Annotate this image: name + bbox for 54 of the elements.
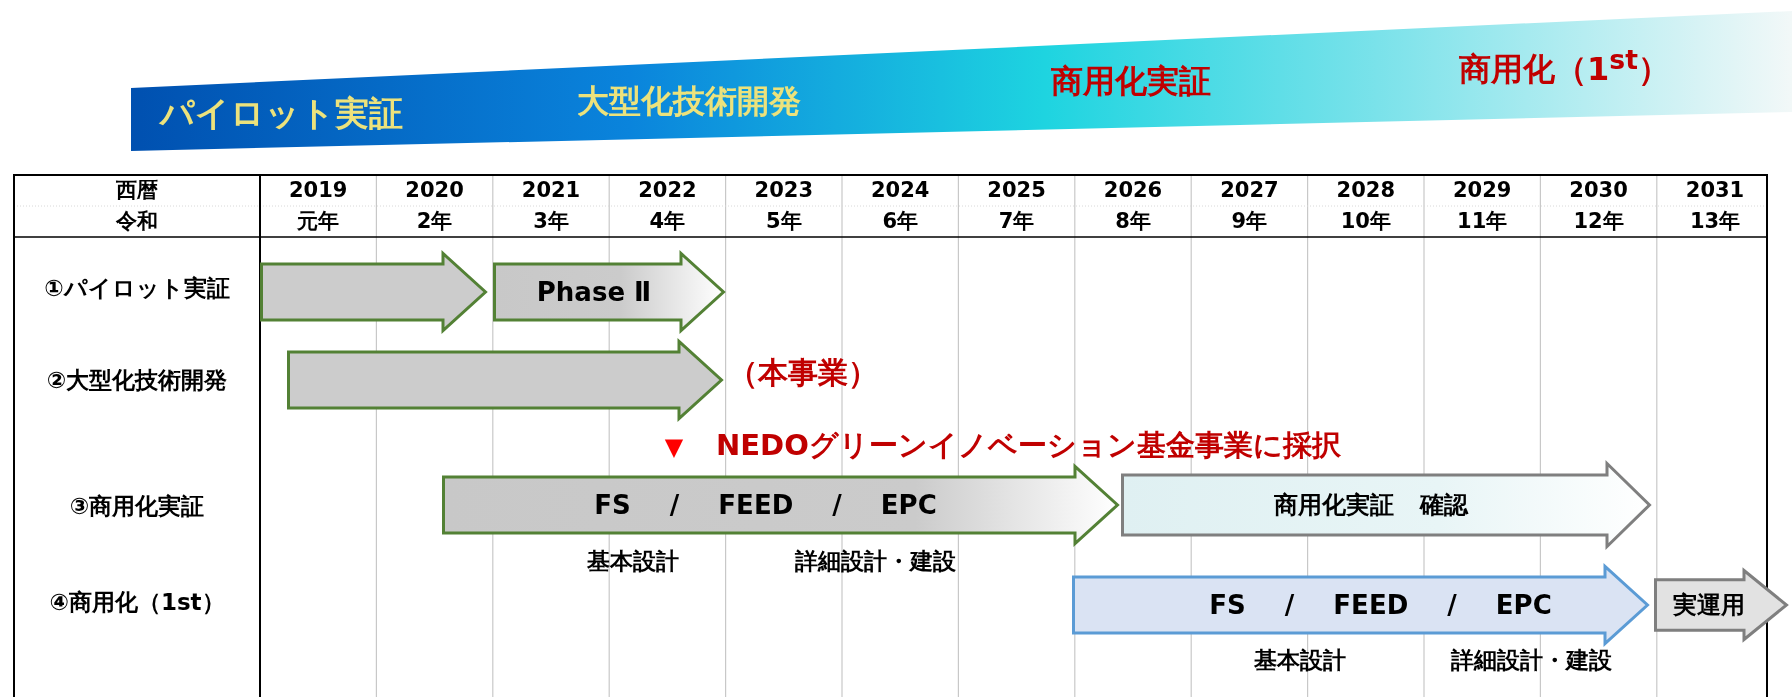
era-year-label: 3年	[533, 210, 569, 234]
phase-note: 詳細設計・建設	[794, 549, 956, 575]
era-year-label: 5年	[766, 210, 802, 234]
year-label: 2023	[754, 179, 813, 203]
year-label: 2025	[987, 179, 1046, 203]
row-label: ①パイロット実証	[44, 276, 230, 302]
era-year-label: 6年	[882, 210, 918, 234]
phase-note: 基本設計	[587, 549, 679, 575]
era-year-label: 9年	[1231, 210, 1268, 234]
triangle-marker: ▼	[664, 433, 684, 461]
era-year-label: 7年	[998, 210, 1035, 234]
era-year-label: 4年	[649, 210, 686, 234]
arrow-label: FS / FEED / EPC	[594, 490, 937, 520]
year-label: 2029	[1452, 179, 1512, 203]
note-text: NEDOグリーンイノベーション基金事業に採択	[716, 430, 1341, 462]
banner-wedge	[131, 11, 1792, 151]
year-label: 2022	[638, 179, 697, 203]
phase-note: 基本設計	[1254, 648, 1346, 674]
header-label: 西暦	[116, 179, 158, 203]
era-year-label: 元年	[297, 210, 340, 234]
year-label: 2020	[405, 179, 464, 203]
phase-note: 詳細設計・建設	[1450, 648, 1612, 674]
row-label: ②大型化技術開発	[46, 368, 228, 394]
header-label: 令和	[116, 210, 158, 234]
banner-label: 商用化実証	[1051, 64, 1211, 100]
row-label: ④商用化（1st）	[49, 590, 225, 616]
schedule-bar	[1654, 569, 1788, 641]
arrow-label: Phase Ⅱ	[536, 277, 652, 307]
year-label: 2028	[1336, 179, 1395, 203]
era-year-label: 8年	[1115, 210, 1151, 234]
schedule-bar	[493, 252, 725, 332]
arrow-label: 実運用	[1673, 591, 1745, 619]
banner-label: 商用化（1$^{st}$）	[1459, 44, 1670, 88]
era-year-label: 2年	[416, 210, 453, 234]
era-year-label: 11年	[1457, 210, 1508, 234]
arrow-label: 商用化実証 確認	[1273, 491, 1469, 519]
row-label: ③商用化実証	[69, 494, 205, 520]
year-label: 2030	[1569, 179, 1628, 203]
banner-label: パイロット実証	[160, 95, 403, 133]
era-year-label: 10年	[1340, 210, 1391, 234]
year-label: 2024	[870, 179, 930, 203]
schedule-bar	[1121, 462, 1651, 548]
banner-label: 大型化技術開発	[577, 84, 801, 120]
year-label: 2019	[288, 179, 348, 203]
year-label: 2027	[1220, 179, 1279, 203]
year-label: 2021	[521, 179, 581, 203]
era-year-label: 13年	[1689, 210, 1741, 234]
year-label: 2026	[1103, 179, 1163, 203]
arrow-label: FS / FEED / EPC	[1209, 590, 1552, 620]
note-text: （本事業）	[728, 355, 878, 389]
schedule-bar	[260, 252, 487, 332]
schedule-bar	[287, 340, 723, 420]
year-label: 2031	[1685, 179, 1745, 203]
era-year-label: 12年	[1573, 210, 1624, 234]
